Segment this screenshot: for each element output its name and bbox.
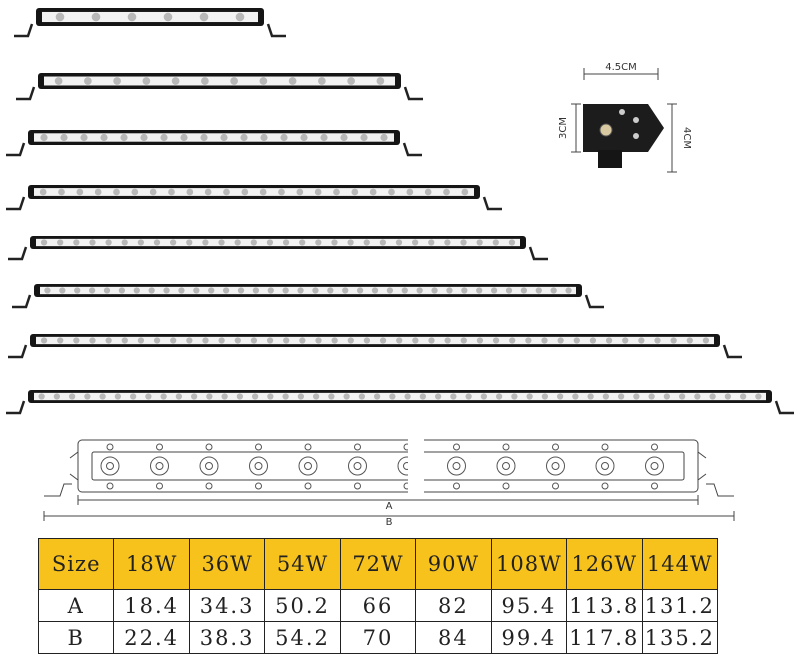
row-a-label: A: [37, 589, 115, 622]
header-size-36w: 36W: [188, 538, 266, 590]
end-cap-dimension-figure: 4.5CM 3CM 4CM: [558, 62, 692, 173]
light-bar-2: [16, 73, 423, 101]
table-cell: 113.8: [566, 589, 643, 622]
table-cell: 117.8: [566, 621, 643, 654]
dimension-lines: [571, 68, 677, 173]
table-header-row: Size 18W 36W 54W 72W 90W 108W 126W 144W: [37, 538, 718, 590]
table-cell: 22.4: [113, 621, 190, 654]
diagram-break: [408, 436, 424, 496]
table-cell: 82: [415, 589, 492, 622]
table-cell: 99.4: [490, 621, 568, 654]
right-height-dimension-label: 4CM: [681, 127, 692, 149]
table-cell: 66: [339, 589, 417, 622]
light-bar-6: [12, 284, 604, 309]
light-bars-photo: [6, 8, 794, 415]
width-dimension-label: 4.5CM: [605, 62, 637, 73]
dimension-b-label: B: [386, 517, 393, 528]
header-size-72w: 72W: [339, 538, 417, 590]
table-cell: 18.4: [113, 589, 190, 622]
size-table: Size 18W 36W 54W 72W 90W 108W 126W 144W …: [37, 538, 718, 654]
light-bar-1: [14, 8, 286, 38]
table-cell: 54.2: [264, 621, 341, 654]
light-bar-line-diagram: A B: [43, 436, 735, 528]
header-size-54w: 54W: [264, 538, 341, 590]
table-cell: 38.3: [188, 621, 266, 654]
light-bar-8: [6, 390, 794, 415]
light-bar-7: [8, 334, 742, 359]
header-size-144w: 144W: [641, 538, 718, 590]
header-size-18w: 18W: [113, 538, 190, 590]
left-height-dimension-label: 3CM: [558, 117, 569, 139]
row-b-label: B: [37, 621, 115, 654]
table-cell: 70: [339, 621, 417, 654]
header-size-90w: 90W: [415, 538, 492, 590]
header-size-label: Size: [37, 538, 115, 590]
header-size-108w: 108W: [490, 538, 568, 590]
table-cell: 34.3: [188, 589, 266, 622]
table-cell: 135.2: [641, 621, 718, 654]
light-bar-3: [6, 130, 422, 157]
end-cap-photo: [583, 104, 664, 168]
table-cell: 131.2: [641, 589, 718, 622]
light-bar-5: [8, 236, 548, 261]
table-cell: 95.4: [490, 589, 568, 622]
light-bar-4: [6, 185, 502, 211]
table-row-a: A 18.4 34.3 50.2 66 82 95.4 113.8 131.2: [37, 589, 718, 622]
dimension-a-label: A: [386, 501, 393, 512]
table-cell: 50.2: [264, 589, 341, 622]
table-cell: 84: [415, 621, 492, 654]
table-row-b: B 22.4 38.3 54.2 70 84 99.4 117.8 135.2: [37, 621, 718, 654]
header-size-126w: 126W: [566, 538, 643, 590]
